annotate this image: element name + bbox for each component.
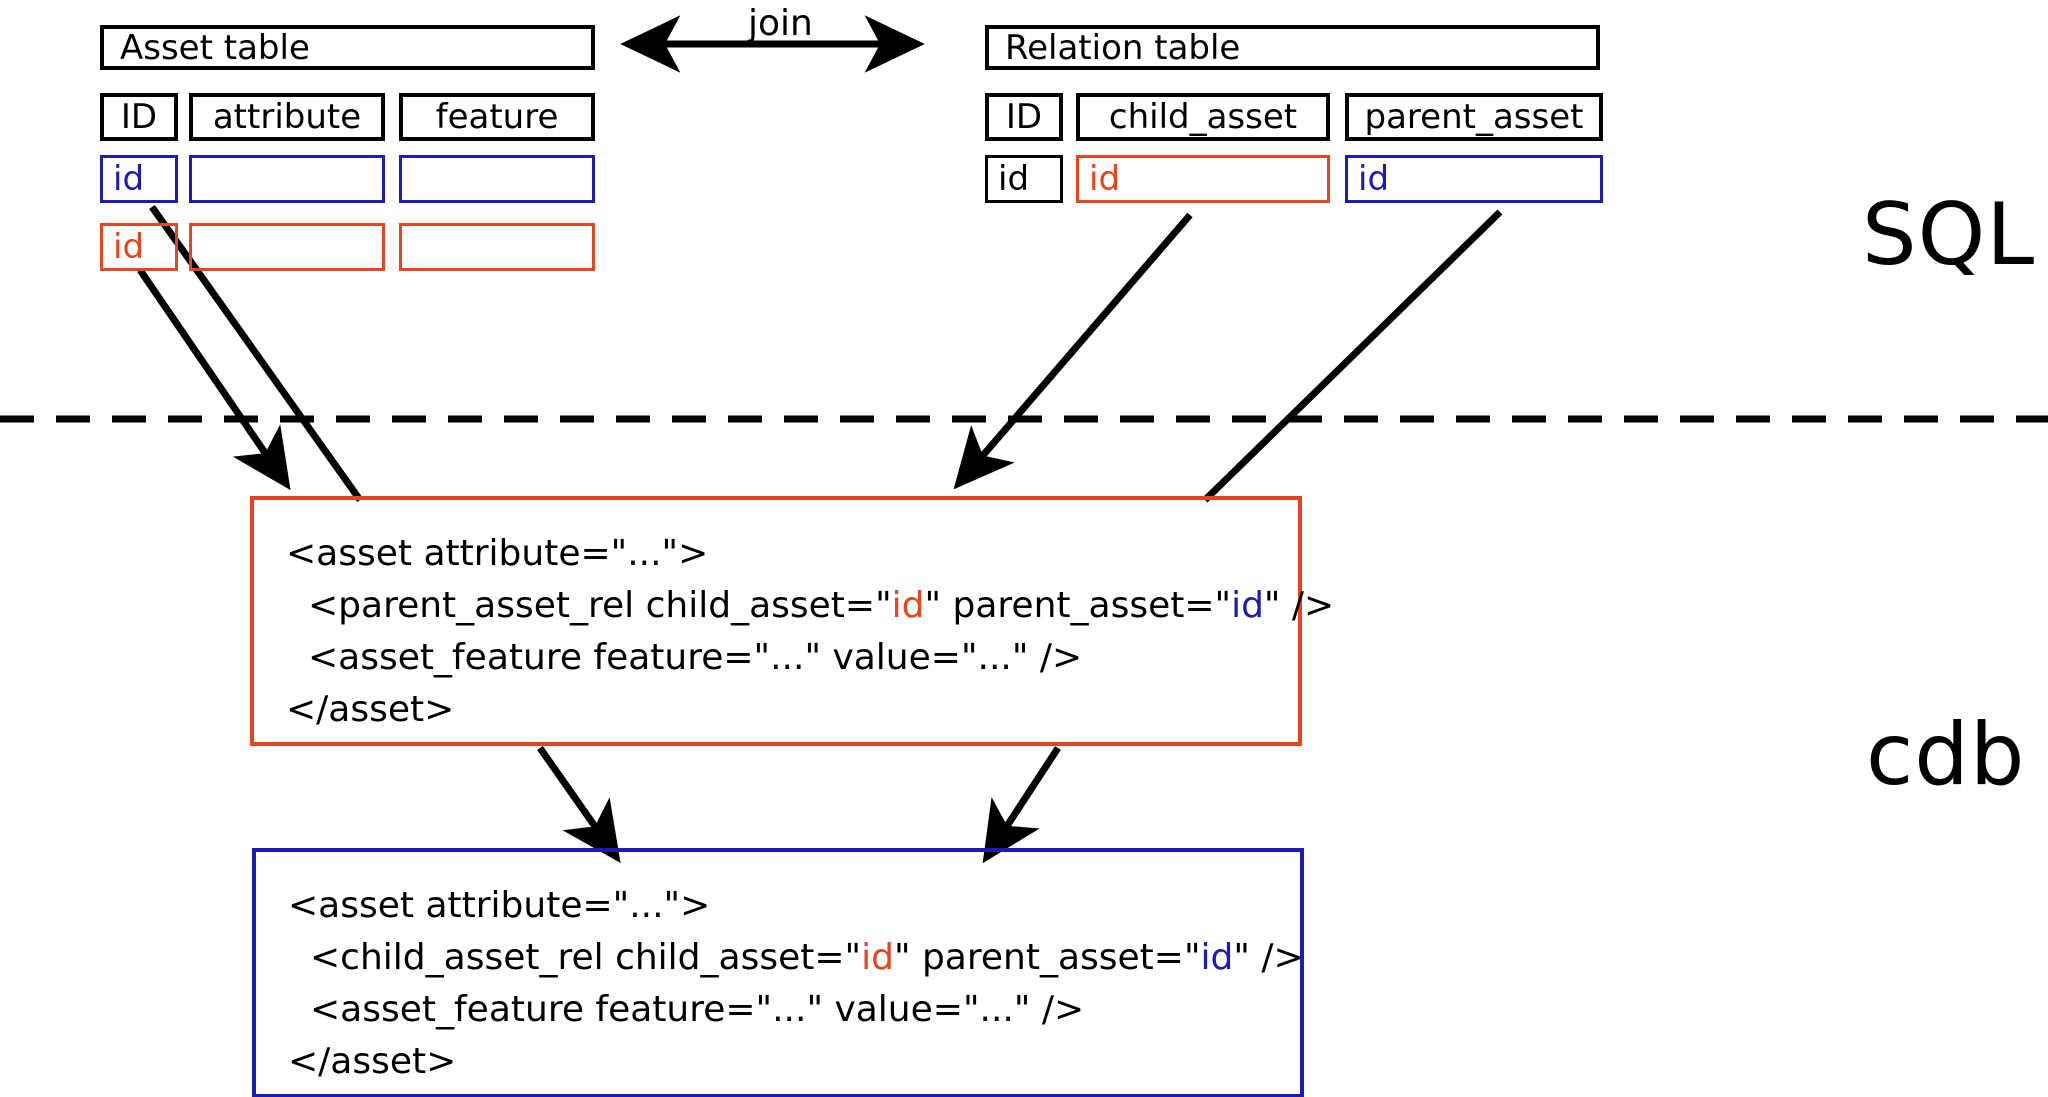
relation-table-col-parent-asset: parent_asset (1345, 93, 1603, 141)
cdb-label: cdb (1866, 705, 2026, 805)
arrow-asset-red-id (137, 268, 291, 491)
relation-table-row-id: id (985, 155, 1063, 203)
arrow-relation-child-asset (953, 212, 1193, 490)
asset-table-row-red-attribute (189, 223, 385, 271)
asset-table-row-blue-feature (399, 155, 595, 203)
code-token: id (1231, 585, 1264, 626)
arrow-red-to-blue-left (537, 745, 621, 864)
relation-table-row-parent-asset: id (1345, 155, 1603, 203)
code-token: id (1200, 937, 1234, 978)
code-token: " parent_asset=" (893, 937, 1201, 978)
code-line-0: <asset attribute="..."> (288, 880, 1300, 932)
arrow-relation-parent-asset (1202, 209, 1503, 503)
code-token: <asset_feature feature="..." value="..."… (308, 637, 1083, 678)
code-line-2: <asset_feature feature="..." value="..."… (288, 984, 1300, 1036)
code-token: id (891, 585, 925, 626)
code-token: </asset> (288, 1041, 457, 1082)
code-token: " /> (1233, 937, 1304, 978)
code-line-2: <asset_feature feature="..." value="..."… (286, 632, 1298, 684)
join-label: join (748, 3, 813, 44)
arrow-red-to-blue-right (982, 746, 1061, 864)
asset-table-col-id: ID (100, 93, 178, 141)
asset-table-col-feature: feature (399, 93, 595, 141)
relation-table-col-id: ID (985, 93, 1063, 141)
code-line-3: </asset> (288, 1036, 1300, 1088)
code-token: <asset_feature feature="..." value="..."… (310, 989, 1085, 1030)
relation-table-col-child-asset: child_asset (1076, 93, 1330, 141)
code-token: <asset attribute="..."> (288, 885, 711, 926)
asset-table-row-blue-attribute (189, 155, 385, 203)
code-token: <child_asset_rel child_asset=" (310, 937, 862, 978)
asset-table-row-blue-id: id (100, 155, 178, 203)
relation-table-row-child-asset: id (1076, 155, 1330, 203)
code-token: </asset> (286, 689, 455, 730)
code-token: " parent_asset=" (924, 585, 1232, 626)
sql-label: SQL (1862, 185, 2036, 285)
relation-table-title: Relation table (985, 25, 1600, 70)
asset-table-title: Asset table (100, 25, 595, 70)
asset-table-row-red-feature (399, 223, 595, 271)
child-asset-xml-block: <asset attribute="..."> <child_asset_rel… (252, 848, 1304, 1097)
asset-table-row-red-id: id (100, 223, 178, 271)
parent-asset-xml-block: <asset attribute="..."> <parent_asset_re… (250, 496, 1334, 746)
code-token: <parent_asset_rel child_asset=" (308, 585, 892, 626)
code-token: <asset attribute="..."> (286, 533, 709, 574)
code-line-0: <asset attribute="..."> (286, 528, 1298, 580)
code-line-1: <child_asset_rel child_asset="id" parent… (288, 932, 1304, 984)
code-token: id (861, 937, 894, 978)
code-line-3: </asset> (286, 684, 1298, 736)
code-line-1: <parent_asset_rel child_asset="id" paren… (286, 580, 1334, 632)
code-token: " /> (1263, 585, 1335, 626)
asset-table-col-attribute: attribute (189, 93, 385, 141)
